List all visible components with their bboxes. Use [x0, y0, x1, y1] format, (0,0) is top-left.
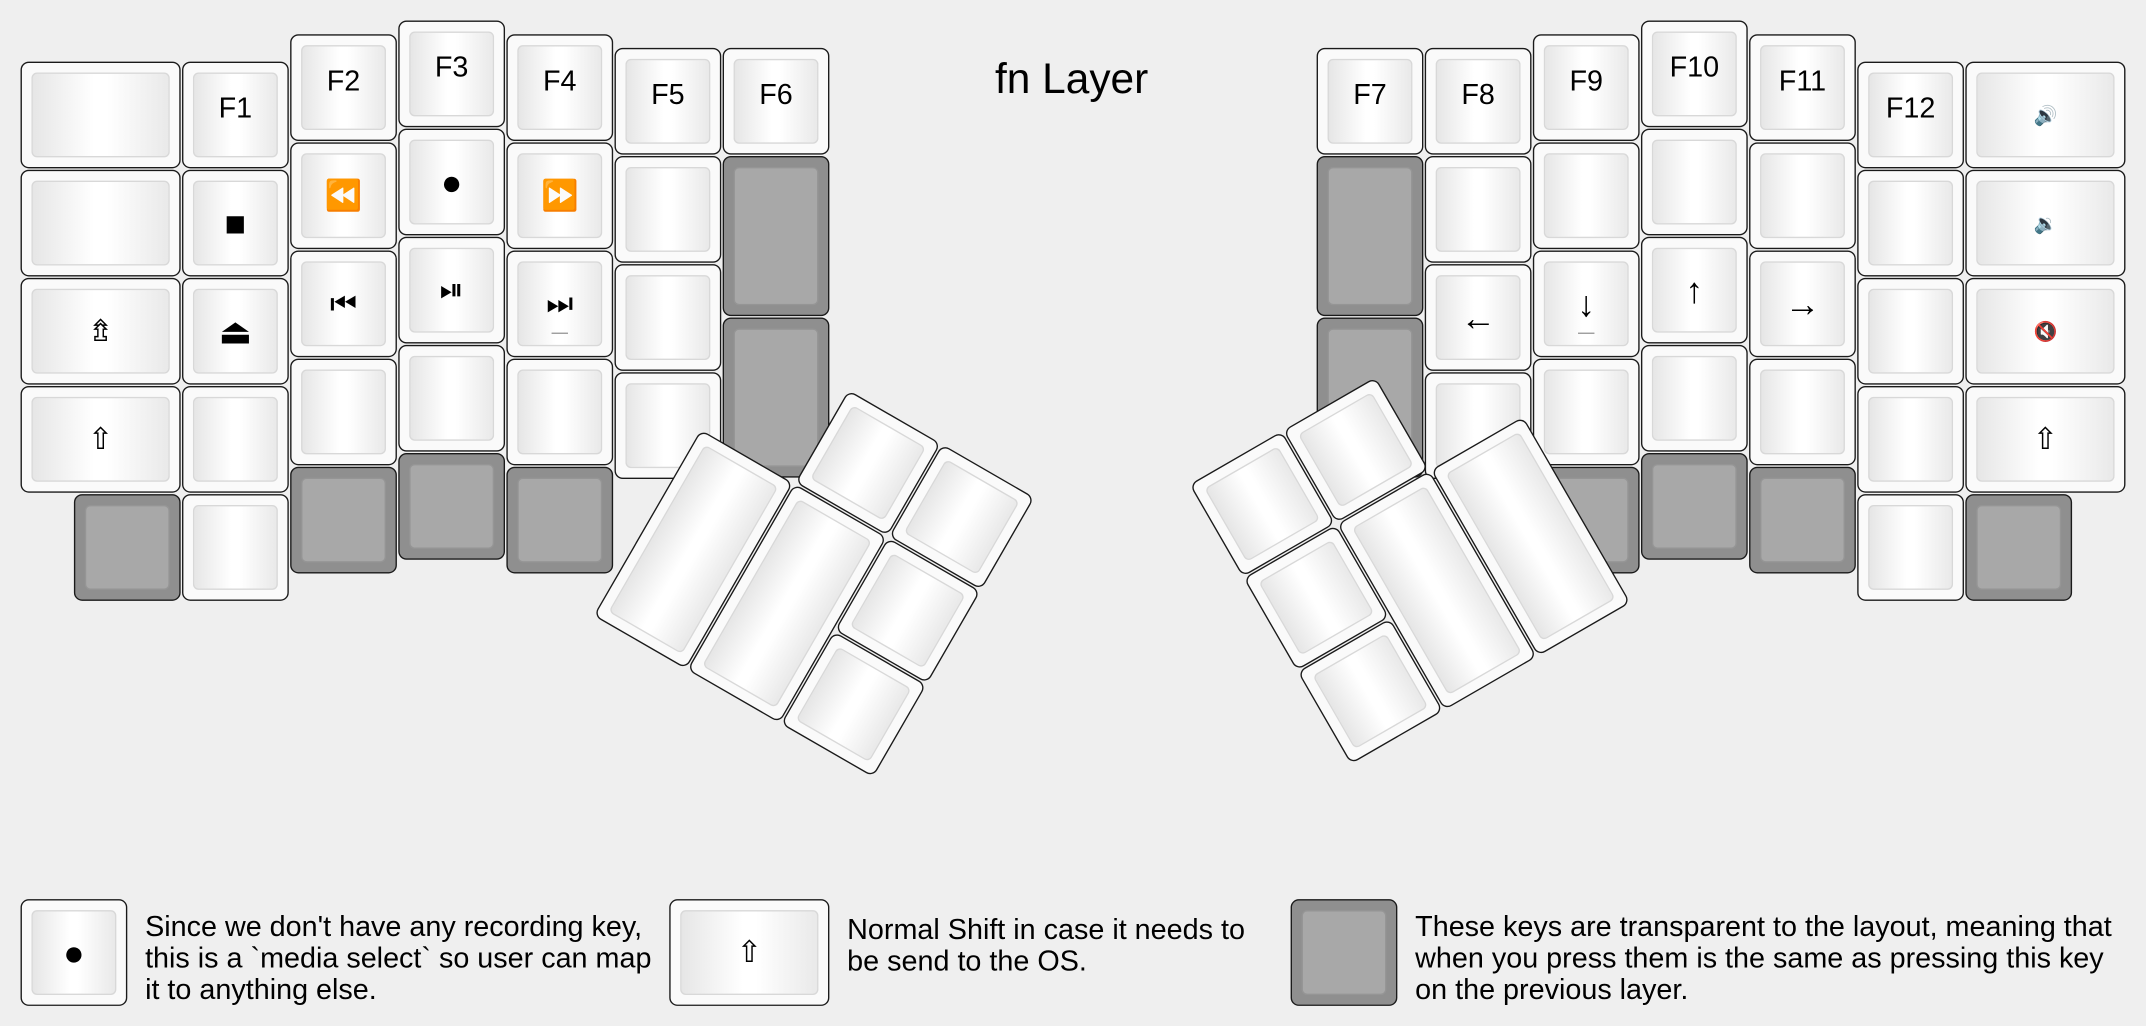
key-rewind[interactable]: ⏪: [290, 142, 397, 250]
volume-down-icon: 🔉: [2033, 212, 2058, 235]
key-f11[interactable]: F11: [1749, 34, 1856, 141]
legend-shift-text: Normal Shift in case it needs to be send…: [847, 914, 1245, 978]
key-f7[interactable]: F7: [1316, 47, 1424, 155]
key-left-c2-r4[interactable]: [290, 358, 397, 466]
key-right-c3-r2[interactable]: [1640, 128, 1748, 236]
record-icon: ●: [440, 161, 463, 203]
stop-icon: ■: [224, 202, 247, 244]
key-play-pause[interactable]: ⏯: [398, 236, 506, 344]
next-track-icon: ⏭: [546, 286, 574, 321]
legend-shift-key: ⇧: [669, 899, 830, 1006]
key-f12[interactable]: F12: [1857, 61, 1964, 169]
home-row-marker: [1578, 332, 1595, 334]
key-f1[interactable]: F1: [182, 61, 289, 169]
key-right-c2-r4[interactable]: [1532, 358, 1640, 466]
key-f10[interactable]: F10: [1640, 20, 1748, 128]
shift-icon: ⇧: [2032, 421, 2059, 456]
volume-up-icon: 🔊: [2033, 104, 2058, 126]
key-f4[interactable]: F4: [506, 34, 614, 141]
key-arrow-left[interactable]: ←: [1424, 264, 1532, 371]
key-right-c5-r2[interactable]: [1857, 169, 1964, 277]
key-left-c3-transparent[interactable]: [398, 453, 506, 560]
key-left-c5-r2[interactable]: [614, 156, 722, 263]
key-left-c5-r4[interactable]: [614, 372, 722, 480]
key-left-c1-r4[interactable]: [182, 385, 289, 493]
eject-icon: ⏏: [218, 310, 253, 352]
key-right-inner-upper-transparent[interactable]: [1316, 156, 1424, 317]
key-right-c5-r5[interactable]: [1857, 494, 1964, 601]
key-right-c4-r2[interactable]: [1749, 142, 1856, 250]
key-right-c3-transparent[interactable]: [1640, 453, 1748, 560]
play-pause-icon: ⏯: [439, 272, 464, 307]
key-left-outer-r2[interactable]: [20, 169, 181, 277]
key-right-c5-r4[interactable]: [1857, 385, 1964, 493]
key-shift-right[interactable]: ⇧: [1965, 385, 2126, 493]
key-f8[interactable]: F8: [1424, 47, 1532, 155]
arrow-down-icon: ↓: [1577, 283, 1596, 325]
key-volume-down[interactable]: 🔉: [1965, 169, 2126, 277]
key-left-c4-r4[interactable]: [506, 358, 614, 466]
key-f3[interactable]: F3: [398, 20, 506, 128]
key-fast-forward[interactable]: ⏩: [506, 142, 614, 250]
legend-record-text: Since we don't have any recording key, t…: [145, 911, 652, 1006]
key-volume-up[interactable]: 🔊: [1965, 61, 2126, 169]
key-arrow-up[interactable]: ↑: [1640, 236, 1748, 344]
key-right-c3-r4[interactable]: [1640, 344, 1748, 452]
key-left-c1-r5[interactable]: [182, 494, 289, 601]
fast-forward-icon: ⏩: [541, 177, 579, 213]
layer-title: fn Layer: [994, 54, 1149, 103]
key-shift-left[interactable]: ⇧: [20, 385, 181, 493]
key-left-inner-upper-transparent[interactable]: [722, 156, 830, 317]
home-row-marker: [551, 332, 568, 334]
key-right-thumb-outer-transparent[interactable]: [1965, 494, 2073, 601]
key-arrow-right[interactable]: →: [1749, 250, 1856, 358]
key-arrow-down[interactable]: ↓: [1532, 250, 1640, 358]
key-left-outer-r1[interactable]: [20, 61, 181, 169]
mute-icon: 🔇: [2033, 320, 2058, 343]
key-f5[interactable]: F5: [614, 47, 722, 155]
shift-lock-icon: ⇯: [87, 313, 114, 348]
key-left-thumb-outer-transparent[interactable]: [73, 494, 181, 601]
legend-transparent-text: These keys are transparent to the layout…: [1415, 911, 2112, 1006]
arrow-right-icon: →: [1784, 283, 1821, 325]
key-mute[interactable]: 🔇: [1965, 277, 2126, 385]
key-next-track[interactable]: ⏭: [506, 250, 614, 358]
key-f9[interactable]: F9: [1532, 34, 1640, 141]
key-eject[interactable]: ⏏: [182, 277, 289, 385]
key-right-c5-r3[interactable]: [1857, 277, 1964, 385]
arrow-up-icon: ↑: [1685, 269, 1704, 311]
arrow-left-icon: ←: [1460, 296, 1496, 339]
key-record[interactable]: ●: [398, 128, 506, 236]
key-left-c2-transparent[interactable]: [290, 466, 397, 574]
key-right-c4-transparent[interactable]: [1749, 466, 1856, 574]
key-left-c4-transparent[interactable]: [506, 466, 614, 574]
key-left-c5-r3[interactable]: [614, 264, 722, 371]
record-icon: ●: [63, 932, 85, 974]
key-right-c2-r2[interactable]: [1532, 142, 1640, 250]
key-f6[interactable]: F6: [722, 47, 830, 155]
key-stop[interactable]: ■: [182, 169, 289, 277]
key-left-c3-r4[interactable]: [398, 344, 506, 452]
key-shift-lock[interactable]: ⇯: [20, 277, 181, 385]
key-previous-track[interactable]: ⏮: [290, 250, 397, 358]
shift-icon: ⇧: [87, 421, 114, 456]
shift-icon: ⇧: [736, 934, 762, 969]
key-right-c1-r2[interactable]: [1424, 156, 1532, 263]
rewind-icon: ⏪: [324, 177, 363, 213]
legend-transparent-key: [1290, 899, 1398, 1006]
key-right-c4-r4[interactable]: [1749, 358, 1856, 466]
legend-record-key: ●: [20, 899, 128, 1006]
previous-track-icon: ⏮: [329, 286, 358, 321]
key-f2[interactable]: F2: [290, 34, 397, 141]
